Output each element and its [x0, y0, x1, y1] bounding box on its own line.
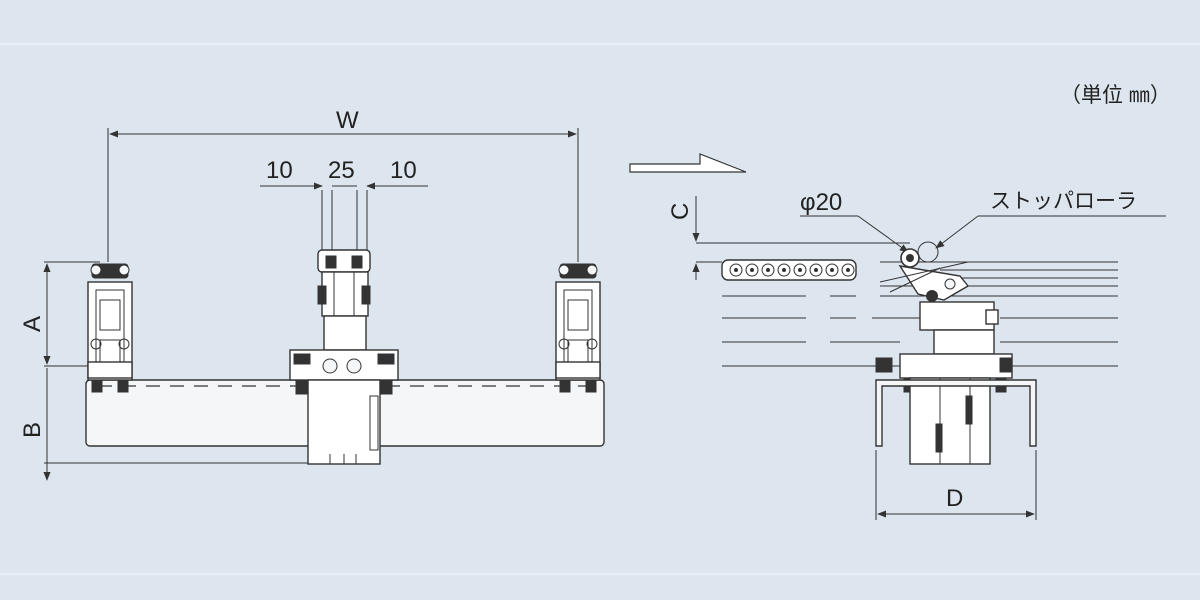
label-c: C: [667, 203, 694, 220]
dimension-c: C: [667, 196, 910, 280]
dimension-a-b: A B: [19, 261, 310, 481]
side-view: C φ20 ストッパローラ: [667, 189, 1166, 520]
left-rail-guide: [87, 263, 133, 393]
label-10-right: 10: [390, 157, 417, 184]
dimension-w: W: [107, 107, 579, 262]
label-d: D: [946, 485, 963, 512]
front-view: W 10 25 10 A B: [19, 107, 605, 481]
label-b: B: [19, 422, 46, 438]
label-10-left: 10: [266, 157, 293, 184]
label-stopper-roller: ストッパローラ: [990, 190, 1137, 213]
center-stopper-assembly: [289, 249, 399, 465]
label-25: 25: [328, 157, 355, 184]
dimension-10-25-10: 10 25 10: [260, 157, 428, 258]
label-w: W: [336, 107, 359, 134]
stopper-roller-lever: [879, 241, 970, 302]
mounting-bracket: [875, 379, 1037, 447]
label-a: A: [19, 316, 46, 332]
right-rail-guide: [555, 263, 601, 393]
air-cylinder: [875, 301, 1013, 465]
dimension-d: D: [875, 450, 1037, 520]
conveyor-chain: [721, 259, 857, 281]
flow-direction-arrow: [629, 153, 747, 173]
unit-note: （単位 ㎜）: [1060, 84, 1171, 107]
label-phi20: φ20: [800, 189, 842, 216]
